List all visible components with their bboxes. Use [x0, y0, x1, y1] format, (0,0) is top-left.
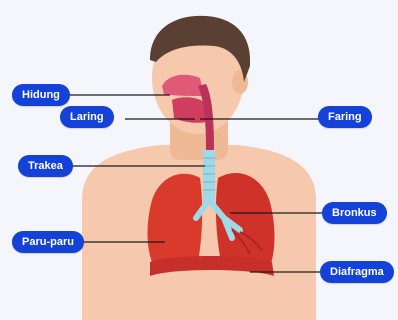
label-laring: Laring: [60, 106, 114, 128]
label-bronkus: Bronkus: [322, 202, 387, 224]
label-hidung: Hidung: [12, 84, 70, 106]
label-diafragma: Diafragma: [320, 261, 394, 283]
label-paru-paru: Paru-paru: [12, 231, 84, 253]
label-trakea: Trakea: [18, 155, 73, 177]
label-faring: Faring: [318, 106, 372, 128]
